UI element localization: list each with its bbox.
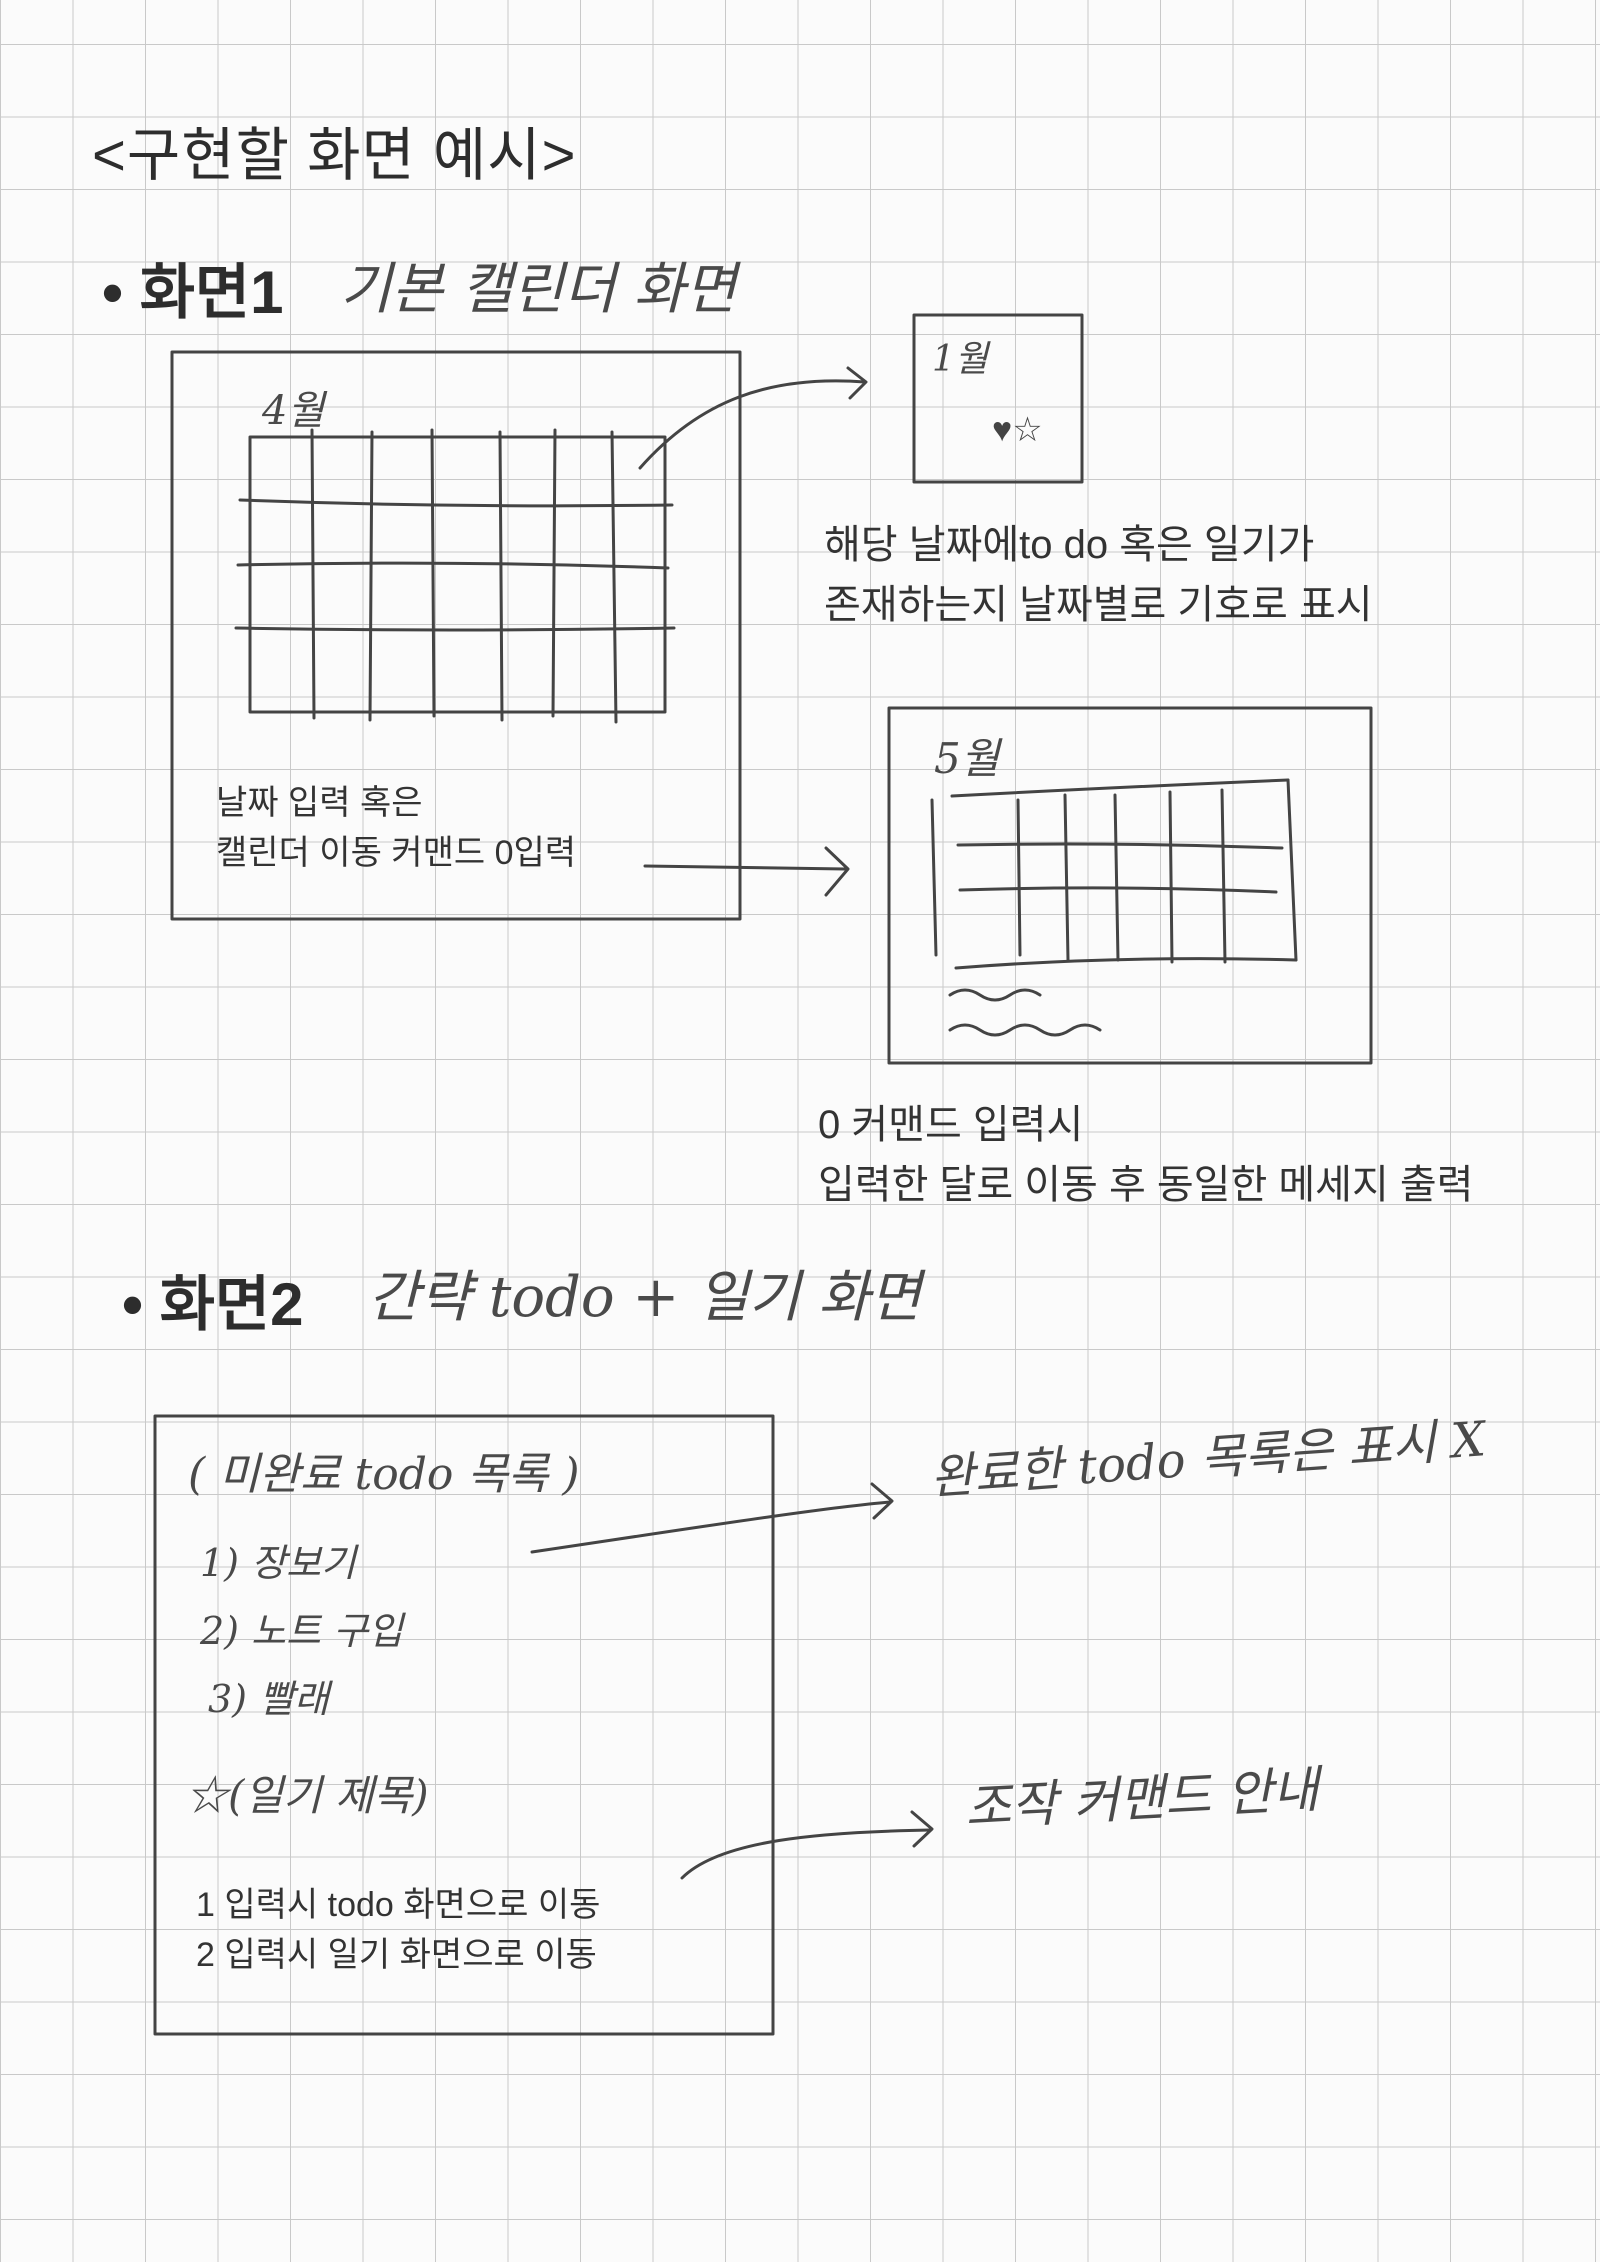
calendar-note-line1: 날짜 입력 혹은 <box>216 784 423 822</box>
diary-title: ☆(일기 제목) <box>186 1771 429 1820</box>
calendar-note-line2: 캘린더 이동 커맨드 0입력 <box>216 834 577 872</box>
symbol-note-line2: 존재하는지 날짜별로 기호로 표시 <box>824 583 1373 627</box>
april-month-label: 4월 <box>262 388 325 434</box>
todo-list-title: ( 미완료 todo 목록 ) <box>188 1449 580 1500</box>
todo-item: 2) 노트 구입 <box>200 1609 404 1653</box>
may-month-label: 5월 <box>934 734 1000 783</box>
move-note-line2: 입력한 달로 이동 후 동일한 메세지 출력 <box>818 1163 1474 1207</box>
calendar-note: 날짜 입력 혹은 캘린더 이동 커맨드 0입력 <box>216 778 576 878</box>
command-line1: 1 입력시 todo 화면으로 이동 <box>196 1886 601 1924</box>
screen1-heading: • 화면1 <box>102 244 283 331</box>
may-message-squiggle-1 <box>948 988 1042 1002</box>
todo-item: 3) 빨래 <box>208 1677 330 1721</box>
april-calendar-grid <box>234 428 676 724</box>
may-calendar-grid <box>930 778 1298 970</box>
day-symbols-icon: ♥☆ <box>992 411 1043 449</box>
page-title: <구현할 화면 예시> <box>92 123 577 188</box>
screen2-handwritten-caption: 간략 todo + 일기 화면 <box>368 1265 922 1330</box>
may-message-squiggle-2 <box>948 1023 1102 1037</box>
screen2-bullet: • <box>122 1271 144 1338</box>
arrow-to-day-cell <box>638 379 867 470</box>
command-guide: 1 입력시 todo 화면으로 이동 2 입력시 일기 화면으로 이동 <box>196 1880 600 1980</box>
arrow-to-may-screen <box>643 864 847 871</box>
screen1-handwritten-caption: 기본 캘린더 화면 <box>340 257 737 322</box>
symbol-note-line1: 해당 날짜에to do 혹은 일기가 <box>824 523 1315 567</box>
move-note: 0 커맨드 입력시 입력한 달로 이동 후 동일한 메세지 출력 <box>818 1095 1473 1215</box>
arrow-to-completed-note <box>530 1500 892 1554</box>
completed-hidden-note: 완료한 todo 목록은 표시 X <box>928 1411 1488 1506</box>
todo-item: 1) 장보기 <box>200 1541 356 1585</box>
screen2-heading-text: 화면2 <box>159 1271 304 1338</box>
symbol-note: 해당 날짜에to do 혹은 일기가 존재하는지 날짜별로 기호로 표시 <box>824 515 1373 635</box>
screen1-bullet: • <box>102 259 124 326</box>
command-guide-note: 조작 커맨드 안내 <box>963 1760 1321 1837</box>
move-note-line1: 0 커맨드 입력시 <box>818 1103 1084 1147</box>
arrow-to-command-note <box>680 1828 932 1880</box>
screen1-heading-text: 화면1 <box>139 259 284 326</box>
jan-month-label: 1월 <box>932 339 989 380</box>
screen2-heading: • 화면2 <box>122 1256 303 1343</box>
command-line2: 2 입력시 일기 화면으로 이동 <box>196 1936 597 1974</box>
